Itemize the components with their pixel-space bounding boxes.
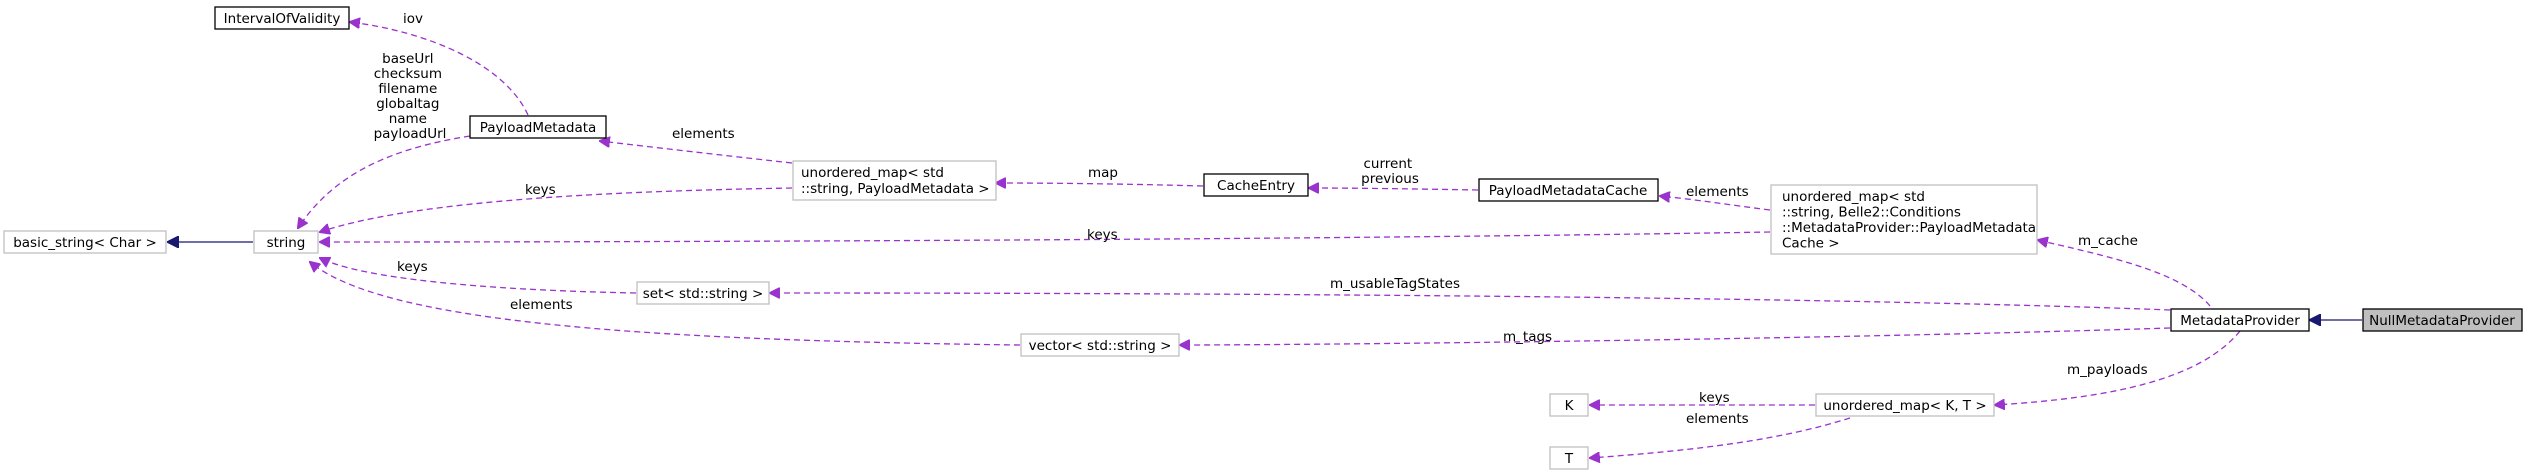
label-previous: previous [1361,171,1419,187]
edge-map [996,183,1204,186]
label-m-usable-tag-states: m_usableTagStates [1330,276,1460,292]
node-label: unordered_map< std ::string, Belle2::Con… [1782,189,2040,252]
node-label: basic_string< Char > [13,235,157,251]
edge-keys-set [320,258,637,294]
node-label-line: ::MetadataProvider::PayloadMetadata [1782,220,2036,236]
label-keys-cache: keys [1087,227,1118,243]
node-label: PayloadMetadata [480,120,597,136]
node-label: MetadataProvider [2180,313,2300,329]
label-field: baseUrl [382,51,433,67]
label-elements-payload: elements [672,126,735,142]
edge-elements-t [1590,417,1851,458]
label-payload-fields: baseUrl checksum filename globaltag name… [374,51,447,142]
edge-elements-payload [600,141,793,164]
edges [168,22,2362,458]
node-label: set< std::string > [643,286,764,302]
node-label: PayloadMetadataCache [1489,183,1648,199]
nodes: IntervalOfValidity PayloadMetadata basic… [3,6,2523,470]
label-field: name [389,111,427,127]
node-t[interactable]: T [1549,446,1589,470]
node-unordered-map-metadata-cache[interactable]: unordered_map< std ::string, Belle2::Con… [1770,184,2040,255]
node-unordered-map-k-t[interactable]: unordered_map< K, T > [1815,393,1995,417]
node-label: K [1565,398,1575,414]
node-label-line: Cache > [1782,236,1840,252]
label-field: payloadUrl [374,126,447,142]
node-label: IntervalOfValidity [224,11,341,27]
label-elements-vector: elements [510,297,573,313]
label-m-payloads: m_payloads [2067,362,2148,378]
edge-elements-cache [1660,196,1771,211]
node-metadata-provider[interactable]: MetadataProvider [2170,308,2310,332]
label-field: checksum [374,66,442,82]
node-interval-of-validity[interactable]: IntervalOfValidity [214,6,350,30]
edge-labels: iov baseUrl checksum filename globaltag … [374,11,2148,427]
node-cache-entry[interactable]: CacheEntry [1203,173,1309,197]
label-field: filename [378,81,437,97]
node-string[interactable]: string [253,230,319,254]
edge-m-cache [2038,240,2211,307]
edge-m-usable-tag-states [770,293,2171,311]
node-label: string [267,235,306,251]
node-basic-string[interactable]: basic_string< Char > [3,230,167,254]
label-keys-set: keys [397,259,428,275]
edge-m-tags [1180,327,2171,345]
label-current-previous: current previous [1361,156,1419,187]
label-m-cache: m_cache [2078,233,2138,249]
node-k[interactable]: K [1549,393,1589,417]
edge-payload-fields [298,135,471,228]
node-payload-metadata-cache[interactable]: PayloadMetadataCache [1478,178,1659,202]
node-label: unordered_map< std ::string, PayloadMeta… [801,165,990,197]
edge-elements-vector [310,262,1021,346]
label-elements-t: elements [1686,411,1749,427]
label-map: map [1088,165,1118,181]
label-m-tags: m_tags [1503,329,1552,345]
node-label-line: unordered_map< std [1782,189,1925,205]
label-keys-k: keys [1699,390,1730,406]
edge-keys-cache [320,231,1771,242]
node-label-line: ::string, PayloadMetadata > [801,181,990,197]
edge-iov [350,22,529,116]
label-keys-payload: keys [525,182,556,198]
node-null-metadata-provider[interactable]: NullMetadataProvider [2362,308,2523,332]
node-label: vector< std::string > [1029,338,1172,354]
node-vector-string[interactable]: vector< std::string > [1020,333,1180,357]
node-set-string[interactable]: set< std::string > [636,281,770,305]
node-label: CacheEntry [1217,178,1295,194]
label-elements-cache: elements [1686,184,1749,200]
node-unordered-map-payload-metadata[interactable]: unordered_map< std ::string, PayloadMeta… [792,160,997,201]
node-label-line: ::string, Belle2::Conditions [1782,205,1961,221]
node-label: unordered_map< K, T > [1823,398,1986,414]
edge-m-payloads [1995,330,2241,405]
node-label: T [1564,451,1574,467]
node-label-line: unordered_map< std [801,165,944,181]
label-current: current [1364,156,1413,172]
node-payload-metadata[interactable]: PayloadMetadata [469,115,607,139]
edge-keys-payload [320,187,793,232]
label-field: globaltag [376,96,439,112]
edge-current-previous [1309,188,1479,190]
node-label: NullMetadataProvider [2369,313,2515,329]
label-iov: iov [403,11,423,27]
